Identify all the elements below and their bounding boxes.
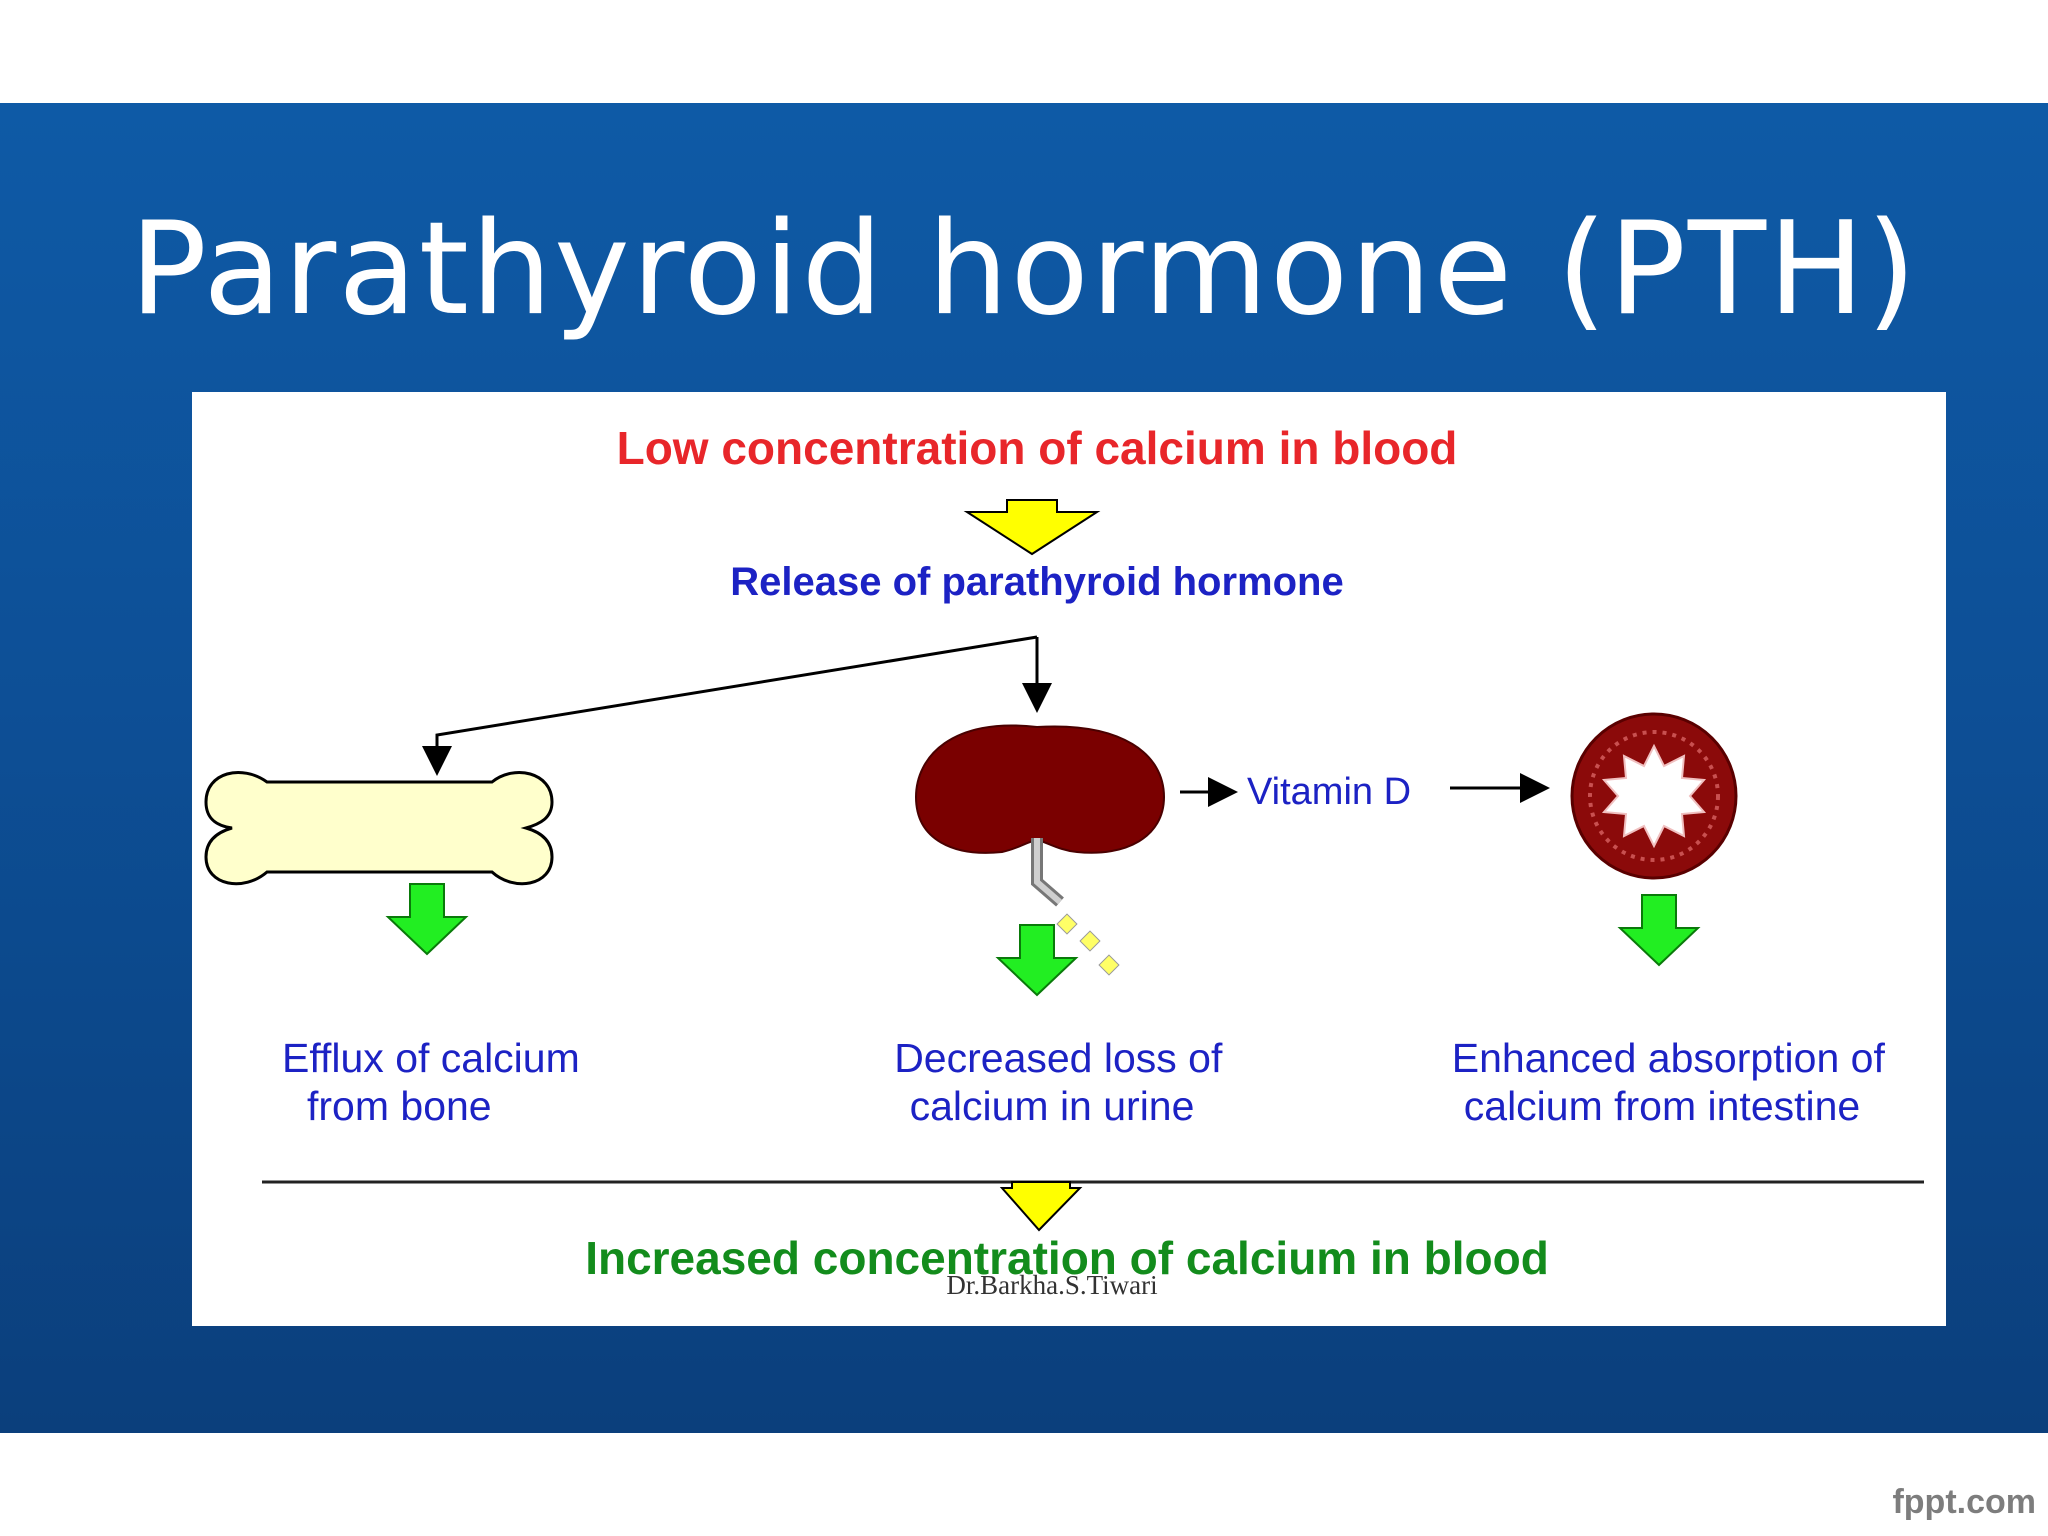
vitamin-d-label: Vitamin D — [1247, 771, 1411, 813]
author-credit: Dr.Barkha.S.Tiwari — [946, 1270, 1157, 1300]
brand-watermark: fppt.com — [1892, 1483, 2036, 1521]
release-pth-label: Release of parathyroid hormone — [730, 560, 1343, 604]
intestine-icon — [1570, 712, 1738, 880]
diagram-panel: Low concentration of calcium in blood Re… — [192, 392, 1946, 1326]
intestine-effect-line-1: Enhanced absorption of — [1452, 1035, 1886, 1081]
kidney-effect-line-1: Decreased loss of — [894, 1035, 1223, 1081]
bone-effect-line-2: from bone — [307, 1083, 492, 1129]
kidney-effect-text: Decreased loss of calcium in urine — [894, 1035, 1234, 1129]
pth-target-connectors — [422, 635, 1052, 776]
intestine-effect-line-2: calcium from intestine — [1464, 1083, 1860, 1129]
slide-title: Parathyroid hormone (PTH) — [129, 195, 1919, 344]
bone-effect-text: Efflux of calcium from bone — [282, 1035, 591, 1129]
intestine-effect-text: Enhanced absorption of calcium from inte… — [1452, 1035, 1897, 1129]
low-calcium-label: Low concentration of calcium in blood — [617, 422, 1458, 474]
green-arrow-down-icon — [995, 924, 1079, 997]
yellow-arrow-down-icon — [963, 499, 1101, 556]
kidney-effect-line-2: calcium in urine — [910, 1083, 1195, 1129]
yellow-arrow-down-icon — [999, 1181, 1083, 1232]
bone-icon — [204, 771, 554, 886]
green-arrow-down-icon — [1617, 894, 1701, 967]
bone-effect-line-1: Efflux of calcium — [282, 1035, 580, 1081]
pth-flow-diagram: Low concentration of calcium in blood Re… — [204, 422, 1924, 1300]
green-arrow-down-icon — [385, 883, 469, 956]
increased-calcium-label: Increased concentration of calcium in bl… — [585, 1232, 1549, 1284]
kidney-icon — [914, 724, 1166, 976]
